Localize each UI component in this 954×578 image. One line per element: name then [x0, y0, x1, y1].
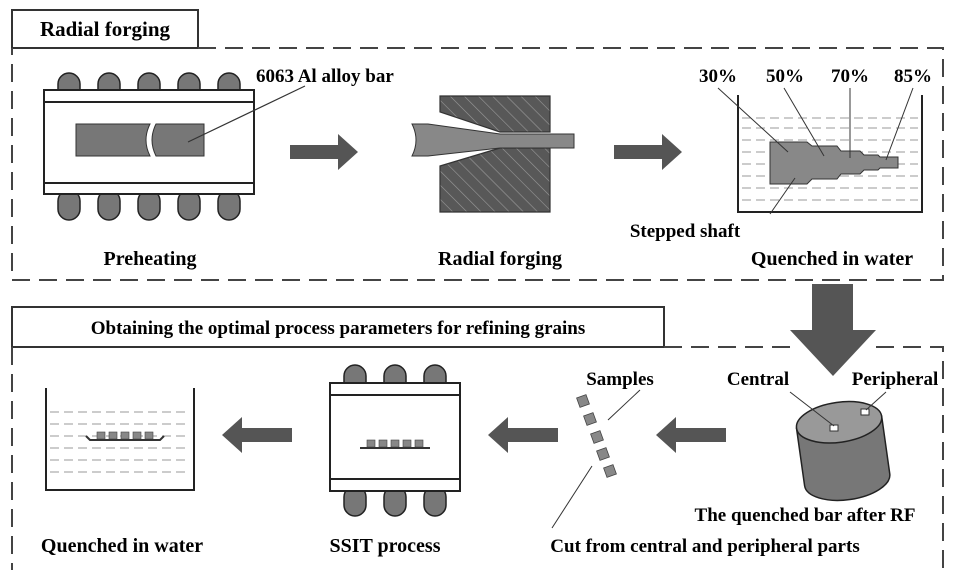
tank-walls-2	[45, 388, 195, 491]
radial-forging-dies	[411, 95, 575, 213]
samples: Samples	[551, 369, 654, 529]
alloy-bar-right	[151, 123, 205, 157]
alloy-bar-left	[75, 123, 151, 157]
ssit-furnace: SSIT process	[329, 364, 461, 557]
die-upper	[439, 95, 551, 133]
cut-caption: Cut from central and peripheral parts	[550, 536, 859, 557]
stepped-shaft	[769, 141, 899, 185]
central-label: Central	[727, 369, 789, 390]
section-title-box-2	[11, 306, 665, 348]
section-title-box	[11, 9, 199, 49]
section-title: Radial forging	[40, 17, 171, 41]
flow-arrow-2	[614, 134, 682, 170]
section-border	[11, 47, 944, 281]
bar-callout-label: 6063 Al alloy bar	[256, 66, 394, 87]
ssit-furnace-body	[329, 382, 461, 492]
furnace-body	[43, 89, 255, 195]
quench-tank-bottom: Quenched in water	[41, 388, 203, 557]
reduction-label-3: 70%	[831, 66, 869, 87]
flow-arrow-down	[790, 284, 876, 376]
reduction-label-4: 85%	[894, 66, 932, 87]
peripheral-sample-mark	[860, 408, 870, 416]
preheating-furnace: 6063 Al alloy bar	[43, 66, 394, 221]
flow-arrow-1	[290, 134, 358, 170]
section-border-2b	[876, 346, 944, 570]
final-quench-label: Quenched in water	[41, 535, 203, 557]
step-label-quenched: Quenched in water	[751, 248, 913, 270]
cylinder-top-face	[795, 400, 883, 444]
radial-forging-section: Radial forging 606	[11, 9, 944, 281]
quench-tank-top: 30% 50% 70% 85% Stepped shaft	[630, 66, 932, 242]
ssit-rollers-bottom	[343, 485, 447, 517]
optimal-parameters-section: Obtaining the optimal process parameters…	[11, 306, 944, 570]
central-sample-mark	[829, 424, 839, 432]
quenched-bar-cylinder: Central Peripheral The quenched bar afte…	[695, 369, 939, 526]
quench-tray	[96, 431, 154, 440]
step-label-radial-forging: Radial forging	[438, 248, 562, 270]
flow-arrow-left-2	[488, 417, 558, 453]
section-title-2: Obtaining the optimal process parameters…	[91, 318, 586, 339]
sample-pieces	[576, 394, 617, 478]
flow-arrow-left-3	[222, 417, 292, 453]
peripheral-label: Peripheral	[852, 369, 939, 390]
bar-callout-line	[187, 85, 306, 143]
reduction-label-1: 30%	[699, 66, 737, 87]
die-lower	[439, 147, 551, 213]
forged-bar	[411, 123, 575, 157]
tank-walls	[737, 95, 923, 213]
samples-label: Samples	[586, 369, 654, 390]
step-label-preheating: Preheating	[104, 248, 197, 270]
reduction-callouts	[717, 87, 914, 215]
quenched-bar-caption: The quenched bar after RF	[695, 505, 916, 526]
stepped-shaft-label: Stepped shaft	[630, 221, 741, 242]
flow-arrow-left-1	[656, 417, 726, 453]
ssit-label: SSIT process	[330, 535, 441, 557]
reduction-label-2: 50%	[766, 66, 804, 87]
water-lines-2	[50, 411, 190, 473]
